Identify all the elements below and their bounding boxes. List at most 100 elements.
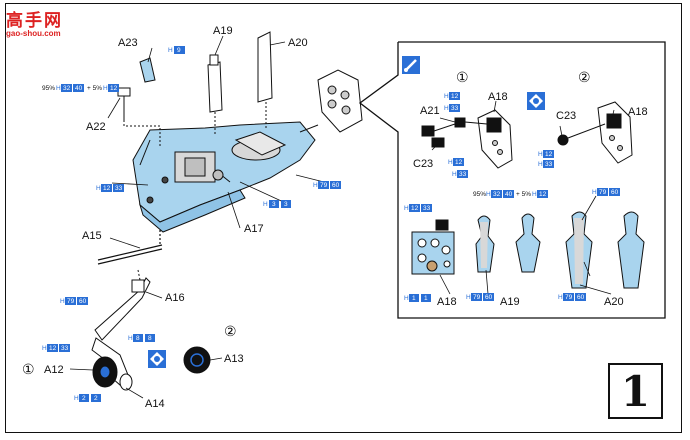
svg-text:32: 32	[493, 191, 501, 198]
part-A19	[207, 54, 223, 135]
svg-text:2: 2	[94, 395, 98, 402]
svg-text:60: 60	[332, 182, 340, 189]
detail-paint-h12-v1b: H 12	[448, 158, 464, 166]
part-A16-gear-leg	[94, 269, 151, 341]
svg-text:95%: 95%	[473, 191, 486, 198]
svg-text:H: H	[313, 182, 318, 189]
label-A20-detail: A20	[604, 296, 624, 308]
instruction-frame	[5, 3, 682, 433]
svg-text:33: 33	[61, 345, 69, 352]
svg-text:H: H	[96, 185, 101, 192]
svg-text:H: H	[444, 105, 449, 112]
label-A22: A22	[86, 121, 106, 133]
svg-text:40: 40	[75, 85, 83, 92]
detail-paint-mix: 95% H 32 40 + 5% H 12	[473, 190, 548, 198]
svg-text:32: 32	[63, 85, 71, 92]
svg-text:33: 33	[115, 185, 123, 192]
paint-code-h79-h60-left: H 79 60	[60, 297, 88, 305]
label-A23: A23	[118, 37, 138, 49]
detail-paint-h79-h60-top: H 79 60	[592, 188, 620, 196]
label-A18-v2: A18	[628, 106, 648, 118]
variant-1-marker: ①	[22, 361, 35, 377]
svg-text:H: H	[60, 298, 65, 305]
detail-leader-lines	[431, 100, 615, 295]
svg-text:60: 60	[485, 294, 493, 301]
detail-paint-h12-v1a: H 12	[444, 92, 460, 100]
svg-text:79: 79	[473, 294, 481, 301]
label-A12: A12	[44, 364, 64, 376]
svg-text:2: 2	[82, 395, 86, 402]
svg-text:79: 79	[320, 182, 328, 189]
detail-stick-A19-blue	[515, 213, 541, 273]
detail-variant-1: ①	[456, 69, 469, 85]
part-A20-seat-back	[257, 31, 273, 130]
svg-text:H: H	[263, 201, 268, 208]
label-A20: A20	[288, 37, 308, 49]
detail-paint-h79-h60-a20: H 79 60	[558, 293, 586, 301]
step-number: 1	[608, 363, 663, 419]
svg-text:H: H	[404, 295, 409, 302]
svg-text:12: 12	[451, 93, 459, 100]
svg-text:H: H	[538, 151, 543, 158]
label-A19-detail: A19	[500, 296, 520, 308]
part-instrument-panel	[299, 69, 363, 133]
svg-text:60: 60	[611, 189, 619, 196]
svg-text:H: H	[128, 335, 133, 342]
detail-paint-h33-v1b: H 33	[452, 170, 468, 178]
svg-text:12: 12	[545, 151, 553, 158]
paint-code-h2: H 2 2	[74, 394, 101, 402]
detail-paint-h1: H 1 1	[404, 294, 431, 302]
svg-text:H: H	[103, 85, 108, 92]
part-A13-wheel	[183, 346, 211, 374]
svg-text:12: 12	[103, 185, 111, 192]
detail-paint-h79-h60-a19: H 79 60	[466, 293, 494, 301]
detail-stick-A20-blue	[617, 211, 645, 289]
svg-text:3: 3	[284, 201, 288, 208]
label-A14: A14	[145, 398, 165, 410]
svg-text:12: 12	[539, 191, 547, 198]
decal-sheet-icon	[148, 350, 166, 368]
detail-stick-A19-light	[475, 215, 495, 273]
decal-sheet-icon	[527, 92, 545, 110]
detail-instrument-box	[411, 219, 455, 275]
paint-code-h79-h60: H 79 60	[313, 181, 341, 189]
svg-text:8: 8	[148, 335, 152, 342]
paint-code-h12-h33-left: H 12 33	[42, 344, 70, 352]
svg-text:33: 33	[459, 171, 467, 178]
paint-code-h33: H 12 33	[96, 184, 124, 192]
svg-text:40: 40	[505, 191, 513, 198]
svg-text:79: 79	[599, 189, 607, 196]
svg-text:33: 33	[451, 105, 459, 112]
part-A12-wheel	[92, 356, 118, 388]
svg-text:H: H	[532, 191, 537, 198]
part-A22-A23	[117, 57, 161, 148]
svg-text:12: 12	[49, 345, 57, 352]
svg-text:H: H	[538, 161, 543, 168]
watermark-url: gao-shou.com	[6, 29, 61, 38]
svg-text:79: 79	[565, 294, 573, 301]
svg-text:H: H	[452, 171, 457, 178]
svg-text:H: H	[404, 205, 409, 212]
detail-panel-variant-2	[557, 101, 633, 164]
svg-text:3: 3	[272, 201, 276, 208]
svg-text:95%: 95%	[42, 85, 55, 92]
svg-text:H: H	[466, 294, 471, 301]
label-A17: A17	[244, 223, 264, 235]
label-A15: A15	[82, 230, 102, 242]
svg-text:H: H	[444, 93, 449, 100]
cockpit-tub	[132, 121, 316, 233]
detail-variant-2: ②	[578, 69, 591, 85]
svg-text:+ 5%: + 5%	[516, 191, 531, 198]
watermark: 高手网 gao-shou.com	[6, 6, 63, 38]
svg-text:79: 79	[67, 298, 75, 305]
detail-panel-variant-1	[421, 109, 513, 169]
paint-brush-icon	[402, 56, 420, 74]
detail-paint-h33-v1a: H 33	[444, 104, 460, 112]
svg-text:H: H	[592, 189, 597, 196]
paint-mix-h32-h40-h12: 95% H 32 40 + 5% H 12	[42, 84, 119, 92]
detail-paint-h12-v2: H 12	[538, 150, 554, 158]
svg-text:33: 33	[545, 161, 553, 168]
svg-text:33: 33	[423, 205, 431, 212]
paint-code-h3: H 3 3	[263, 200, 291, 208]
